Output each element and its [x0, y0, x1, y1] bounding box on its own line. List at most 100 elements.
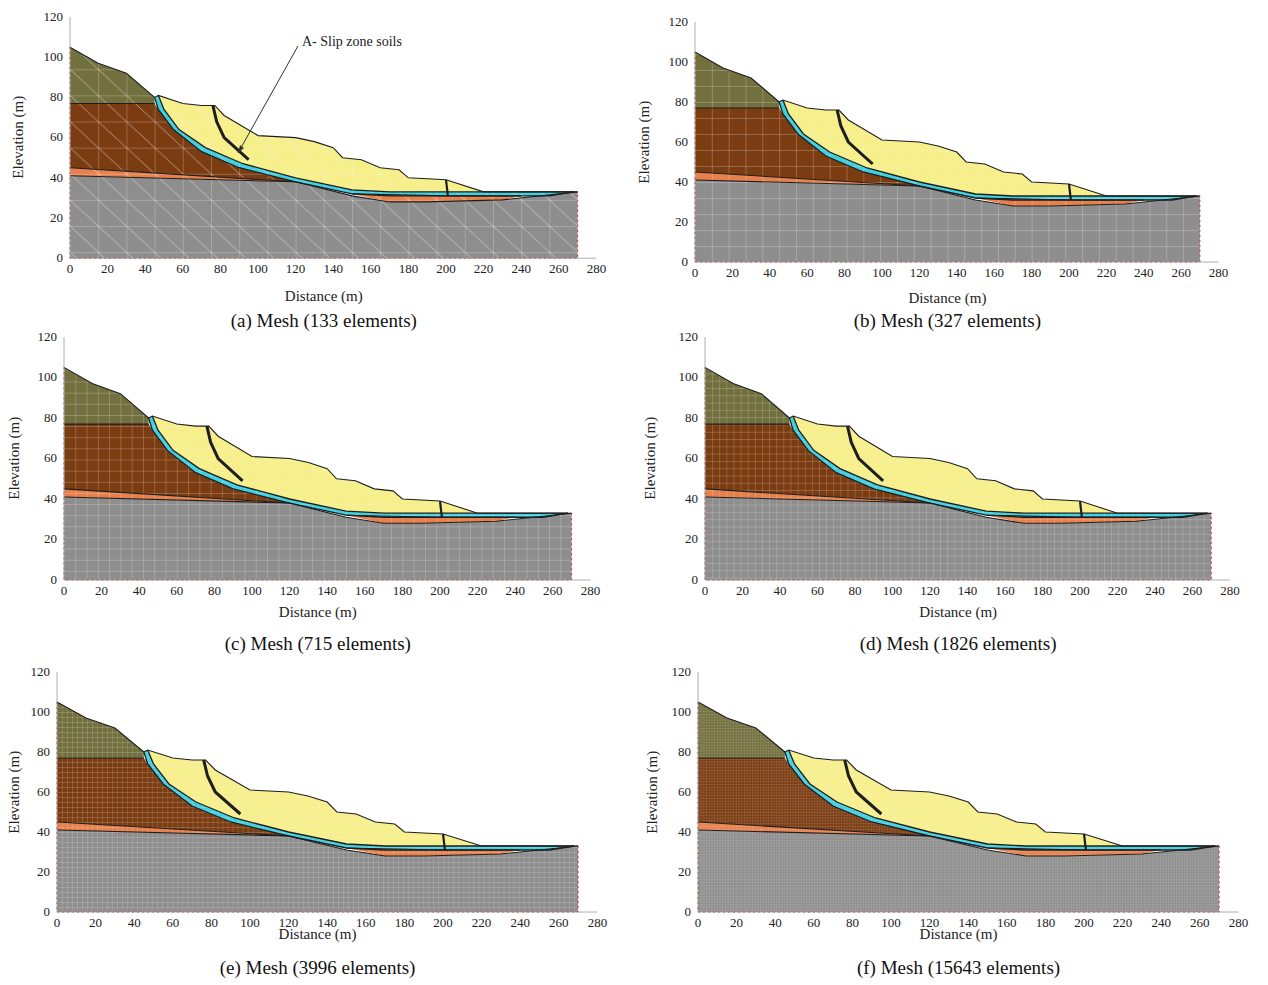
tick-label: 100 [881, 916, 901, 930]
tick-label: 120 [910, 266, 930, 280]
tick-label: 0 [44, 905, 51, 919]
tick-label: 100 [669, 55, 689, 69]
tick-label: 200 [1070, 584, 1090, 598]
tick-label: 260 [1171, 266, 1191, 280]
tick-label: 180 [399, 262, 419, 276]
tick-label: 60 [50, 130, 63, 144]
tick-label: 120 [44, 10, 64, 24]
mesh-panel [57, 672, 597, 912]
tick-label: 80 [685, 411, 698, 425]
tick-label: 20 [736, 584, 749, 598]
tick-label: 100 [872, 266, 892, 280]
tick-label: 260 [543, 584, 563, 598]
leader-line [238, 46, 298, 153]
axis-title: Distance (m) [919, 604, 997, 621]
tick-label: 200 [433, 916, 453, 930]
panel-caption: (f) Mesh (15643 elements) [857, 958, 1060, 979]
tick-label: 120 [679, 330, 699, 344]
mesh-panel [698, 672, 1238, 912]
mesh-panel [705, 337, 1230, 580]
tick-label: 60 [166, 916, 179, 930]
tick-label: 240 [1134, 266, 1154, 280]
tick-label: 40 [685, 492, 698, 506]
panel-caption: (e) Mesh (3996 elements) [220, 958, 416, 979]
tick-label: 100 [31, 705, 51, 719]
tick-label: 100 [44, 50, 64, 64]
tick-label: 40 [774, 584, 787, 598]
tick-label: 0 [702, 584, 709, 598]
tick-label: 20 [101, 262, 114, 276]
tick-label: 0 [61, 584, 68, 598]
tick-label: 220 [1097, 266, 1117, 280]
tick-label: 140 [317, 584, 337, 598]
tick-label: 60 [678, 785, 691, 799]
tick-label: 80 [214, 262, 227, 276]
panel-caption: (c) Mesh (715 elements) [225, 634, 411, 655]
tick-label: 200 [1074, 916, 1094, 930]
tick-label: 260 [1190, 916, 1210, 930]
tick-label: 80 [678, 745, 691, 759]
tick-label: 120 [286, 262, 306, 276]
tick-label: 260 [1183, 584, 1203, 598]
tick-label: 60 [37, 785, 50, 799]
tick-label: 220 [1108, 584, 1128, 598]
tick-label: 280 [588, 916, 608, 930]
tick-label: 80 [205, 916, 218, 930]
tick-label: 60 [801, 266, 814, 280]
tick-label: 180 [393, 584, 413, 598]
tick-label: 0 [67, 262, 74, 276]
tick-label: 160 [997, 916, 1017, 930]
tick-label: 60 [675, 135, 688, 149]
tick-label: 220 [472, 916, 492, 930]
tick-label: 40 [139, 262, 152, 276]
tick-label: 40 [128, 916, 141, 930]
tick-label: 280 [1209, 266, 1229, 280]
axis-title: Distance (m) [279, 604, 357, 621]
tick-label: 0 [57, 251, 64, 265]
tick-label: 240 [1145, 584, 1165, 598]
tick-label: 40 [675, 175, 688, 189]
axis-title: Elevation (m) [10, 96, 27, 179]
tick-label: 120 [669, 15, 689, 29]
axis-title: Distance (m) [920, 926, 998, 943]
tick-label: 40 [37, 825, 50, 839]
tick-label: 0 [682, 255, 689, 269]
tick-label: 100 [240, 916, 260, 930]
tick-label: 60 [176, 262, 189, 276]
tick-label: 180 [1033, 584, 1053, 598]
tick-label: 0 [692, 573, 699, 587]
callout-label: A- Slip zone soils [302, 34, 402, 49]
panel-caption: (b) Mesh (327 elements) [854, 311, 1041, 332]
tick-label: 160 [984, 266, 1004, 280]
tick-label: 100 [38, 370, 58, 384]
axis-title: Distance (m) [285, 288, 363, 305]
tick-label: 0 [695, 916, 702, 930]
tick-label: 20 [37, 865, 50, 879]
tick-label: 20 [95, 584, 108, 598]
tick-label: 140 [947, 266, 967, 280]
tick-label: 80 [50, 90, 63, 104]
tick-label: 40 [133, 584, 146, 598]
tick-label: 240 [505, 584, 525, 598]
tick-label: 260 [549, 916, 569, 930]
panel-caption: (d) Mesh (1826 elements) [860, 634, 1057, 655]
tick-label: 180 [395, 916, 415, 930]
tick-label: 100 [672, 705, 692, 719]
mesh-panel [695, 22, 1219, 262]
tick-label: 20 [678, 865, 691, 879]
tick-label: 100 [883, 584, 903, 598]
tick-label: 280 [1229, 916, 1249, 930]
tick-label: 20 [726, 266, 739, 280]
tick-label: 120 [672, 665, 692, 679]
tick-label: 60 [685, 451, 698, 465]
tick-label: 200 [430, 584, 450, 598]
tick-label: 220 [474, 262, 494, 276]
tick-label: 220 [468, 584, 488, 598]
tick-label: 100 [242, 584, 262, 598]
tick-label: 200 [1059, 266, 1079, 280]
axis-title: Elevation (m) [636, 101, 653, 184]
tick-label: 280 [581, 584, 601, 598]
tick-label: 280 [1220, 584, 1240, 598]
